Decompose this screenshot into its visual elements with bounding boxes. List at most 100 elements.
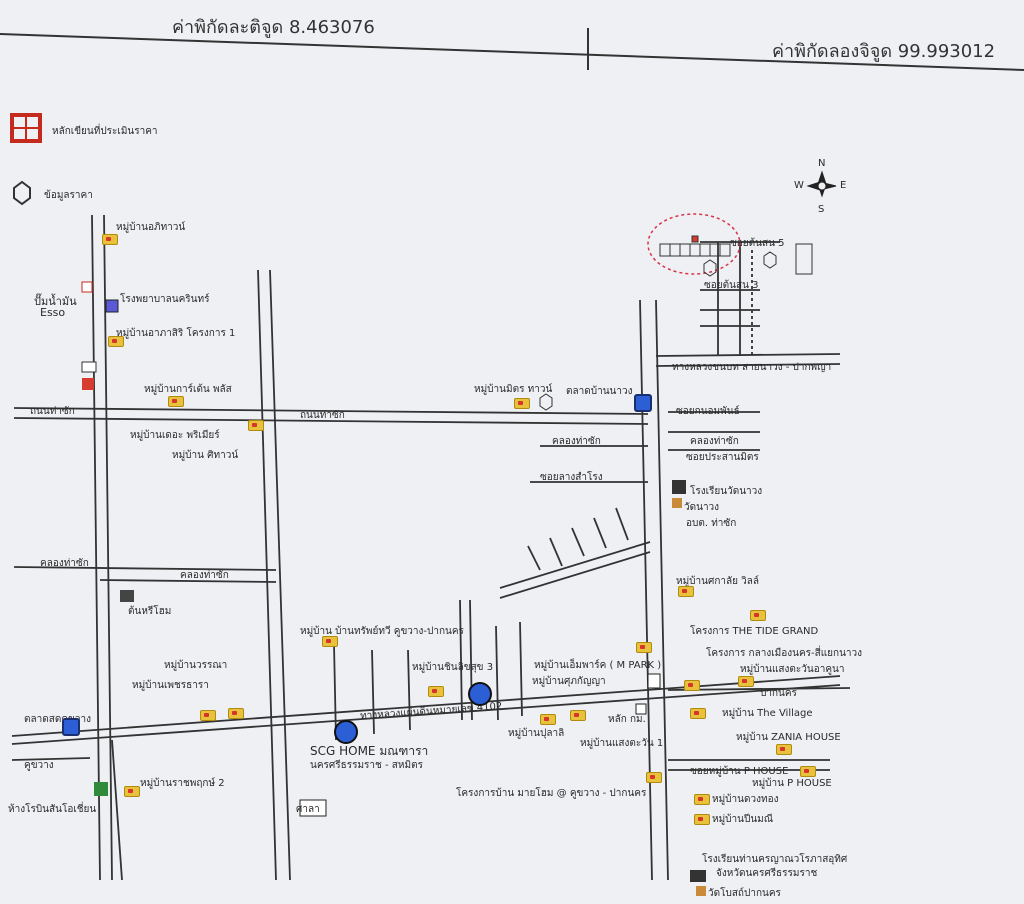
road-label-8: ซอยกนอมพันธ์	[676, 406, 740, 417]
compass-e: E	[840, 180, 847, 191]
place-9: หมู่บ้านมิตร ทาวน์	[474, 384, 553, 395]
village-pin	[800, 766, 816, 777]
village-pin	[248, 420, 264, 431]
village-pin	[540, 714, 556, 725]
village-pin	[684, 680, 700, 691]
subdivision-lots	[659, 235, 813, 275]
village-pin	[694, 794, 710, 805]
compass-icon	[806, 170, 837, 198]
place-15: ต้นหรีโฮม	[128, 606, 172, 617]
road-label-5: คลองท่าซัก	[552, 436, 601, 447]
place-3: Esso	[40, 306, 66, 319]
market-icon	[634, 394, 652, 412]
longitude-text: ค่าพิกัดลองจิจูด 99.993012	[772, 41, 996, 62]
hex-marker-3	[539, 393, 553, 411]
sala-icon	[299, 799, 327, 817]
place-13: อบต. ท่าซัก	[686, 518, 737, 529]
temple-icon	[672, 498, 682, 508]
hospital-icon	[105, 299, 119, 313]
village-pin	[738, 676, 754, 687]
place-7: หมู่บ้านเดอะ พริเมียร์	[130, 430, 220, 441]
bus-icon	[81, 361, 97, 373]
place-35: หมู่บ้านดวงทอง	[712, 794, 779, 805]
place-19: หมู่บ้านแสงตะวันอาคูนา	[740, 664, 845, 675]
village-pin	[200, 710, 216, 721]
market-icon-2	[62, 718, 80, 736]
village-pin	[570, 710, 586, 721]
road-label-4: คลองท่าซัก	[180, 570, 229, 581]
place-27: หมู่บ้านปุลาลิ	[508, 728, 565, 739]
fuel-icon	[81, 281, 93, 293]
village-pin	[322, 636, 338, 647]
place-11: โรงเรียนวัดนาวง	[690, 486, 763, 497]
mcdonalds-icon	[82, 378, 94, 390]
village-pin	[124, 786, 140, 797]
compass-n: N	[818, 158, 826, 169]
place-22: หมู่บ้านชินลิขสุข 3	[412, 662, 494, 673]
place-42: คูขวาง	[24, 760, 54, 771]
place-24: หมู่บ้านศุภกัญญา	[532, 676, 606, 687]
place-16: หมู่บ้าน บ้านทรัพย์ทวี คูขวาง-ปากนคร	[300, 626, 464, 637]
village-pin	[776, 744, 792, 755]
place-6: หมู่บ้านการ์เด้น พลัส	[144, 384, 232, 395]
temple-icon-2	[696, 886, 706, 896]
legend-hexagon-icon	[13, 180, 31, 206]
place-8: หมู่บ้าน ศิทาวน์	[172, 450, 239, 461]
village-pin	[750, 610, 766, 621]
place-39: จังหวัดนครศรีธรรมราช	[716, 868, 818, 879]
legend-item-1: หลักเขียนที่ประเมินราคา	[52, 126, 158, 137]
place-10: ตลาดบ้านนาวง	[566, 386, 633, 397]
village-pin	[514, 398, 530, 409]
place-4: โรงพยาบาลนครินทร์	[120, 294, 210, 305]
place-26: หมู่บ้าน ZANIA HOUSE	[736, 732, 841, 743]
place-20: หมู่บ้านวรรณา	[164, 660, 228, 671]
village-pin	[108, 336, 124, 347]
robinson-icon	[94, 782, 108, 796]
village-pin	[694, 814, 710, 825]
place-34: ตลาดสดคูขวาง	[24, 714, 91, 725]
village-pin	[102, 234, 118, 245]
road-label-12: ปากนคร	[760, 688, 797, 699]
place-33: ห้างโรบินสันโอเชี่ยน	[8, 804, 97, 815]
header-line	[0, 33, 1024, 71]
village-pin	[690, 708, 706, 719]
place-29: SCG HOME มณฑารา	[310, 744, 429, 758]
place-41: หลัก กม.	[608, 714, 646, 725]
road-label-13: ซอยหมู่บ้าน P HOUSE	[690, 766, 789, 777]
target-circle	[647, 213, 741, 275]
compass-s: S	[818, 204, 825, 215]
km-marker-icon	[635, 703, 647, 715]
village-pin	[428, 686, 444, 697]
road-label-6: คลองท่าซัก	[690, 436, 739, 447]
place-38: โรงเรียนท่านครญาณวโรภาสอุทิศ	[702, 854, 848, 865]
place-18: โครงการ กลางเมืองนคร-สี่แยกนาวง	[706, 648, 863, 659]
road-label-14: ซอยต้นสน 5	[730, 238, 785, 249]
place-17: โครงการ THE TIDE GRAND	[690, 626, 819, 637]
school-icon-2	[690, 870, 706, 882]
school-icon	[672, 480, 686, 494]
scg-home-icon	[334, 720, 358, 744]
road-network	[11, 214, 851, 881]
place-12: วัดนาวง	[684, 502, 720, 513]
road-label-7: ซอยลางสำโรง	[540, 472, 603, 483]
village-pin	[228, 708, 244, 719]
latitude-text: ค่าพิกัดละติจูด 8.463076	[172, 17, 375, 38]
village-pin	[636, 642, 652, 653]
place-36: หมู่บ้านปีนมณี	[712, 814, 774, 825]
compass-w: W	[794, 180, 804, 191]
poi-circle-icon	[468, 682, 492, 706]
place-44: ศาลา	[296, 804, 320, 815]
place-2: ปั๊มน้ำมัน	[34, 295, 77, 308]
factory-icon	[120, 590, 134, 602]
road-label-15: ซอยต้นสน 3	[704, 280, 759, 291]
place-30: นครศรีธรรมราช - สหมิตร	[310, 760, 423, 771]
place-37: โครงการบ้าน มายโฮม @ คูขวาง - ปากนคร	[456, 788, 647, 799]
place-32: หมู่บ้านราชพฤกษ์ 2	[140, 778, 225, 789]
place-21: หมู่บ้านเพชรธารา	[132, 680, 209, 691]
road-label-10: ทางหลวงชนบท สายนาวง - ปากพญา	[672, 362, 832, 373]
village-pin	[646, 772, 662, 783]
place-28: หมู่บ้านแสงตะวัน 1	[580, 738, 664, 749]
place-25: หมู่บ้าน The Village	[722, 708, 813, 719]
